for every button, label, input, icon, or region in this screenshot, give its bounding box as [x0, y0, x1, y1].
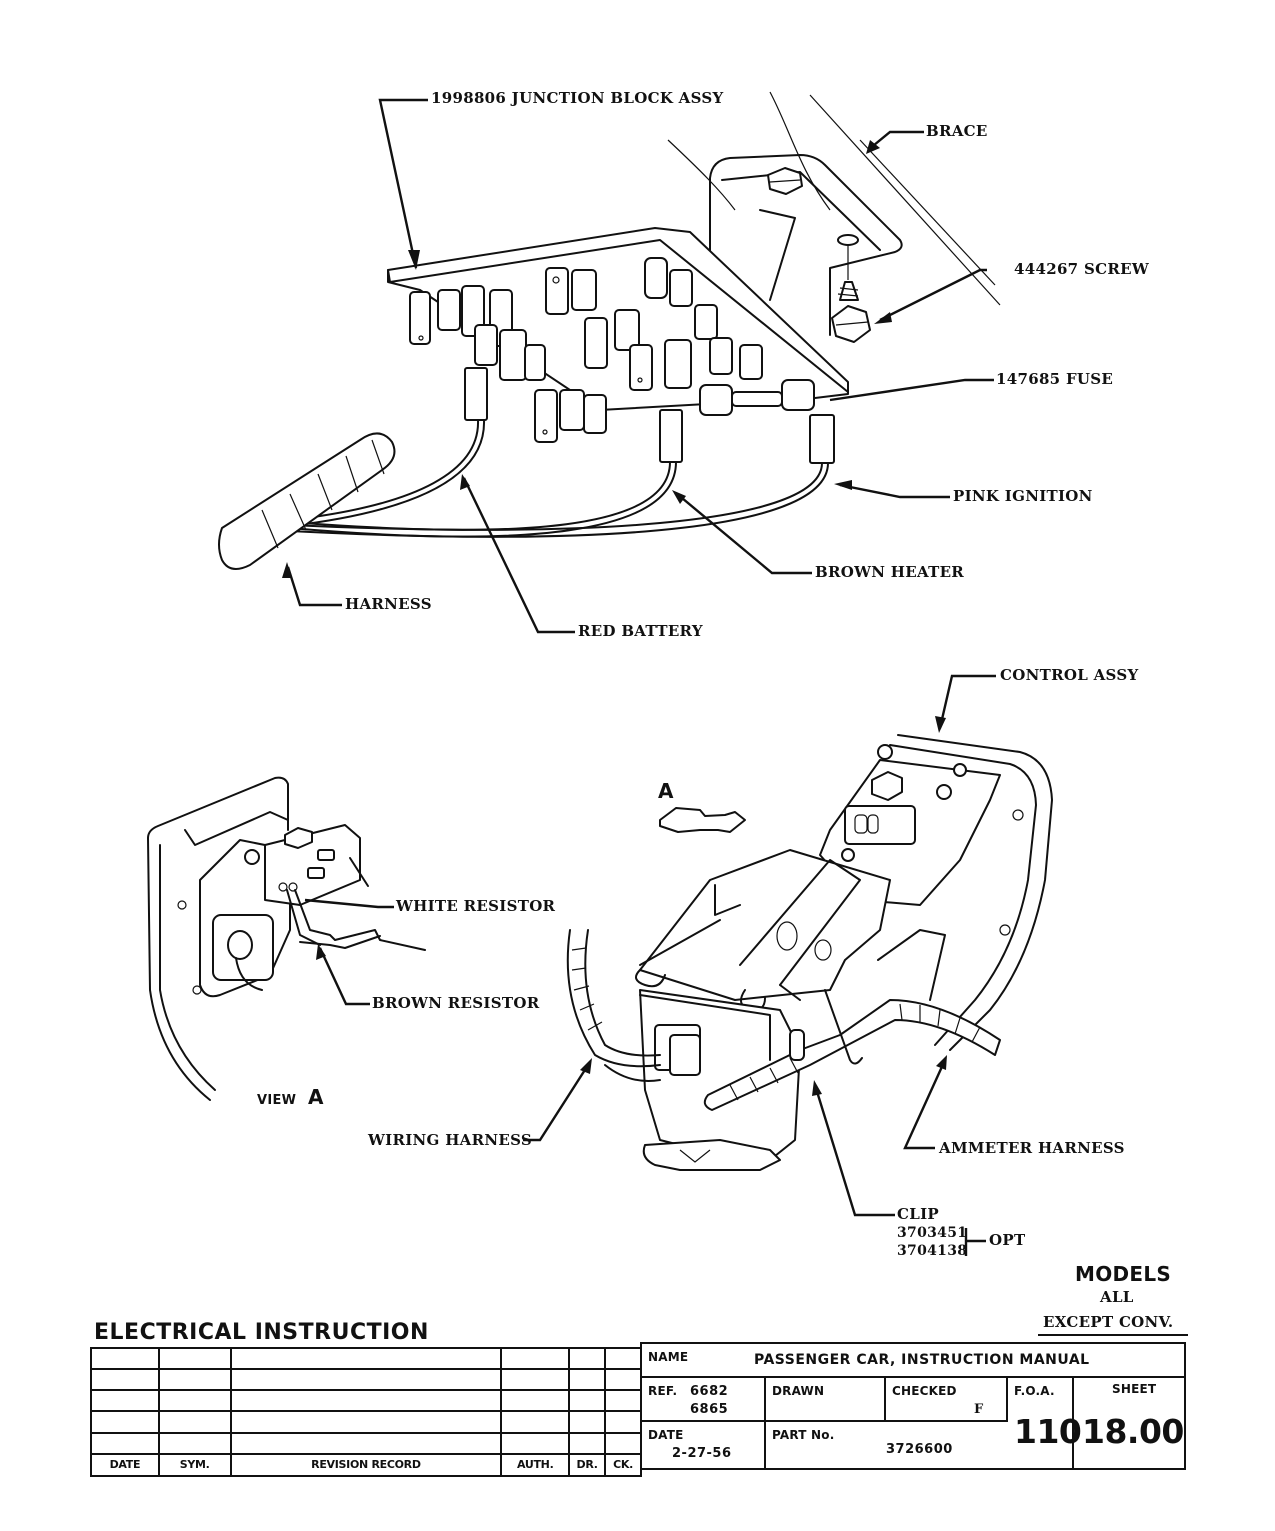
part-number-cell: PART No. 3726600	[766, 1422, 1008, 1468]
revision-cell	[229, 1431, 503, 1455]
revision-row	[90, 1389, 642, 1413]
title-block: NAME PASSENGER CAR, INSTRUCTION MANUAL R…	[640, 1342, 1186, 1470]
sheet-value: 18.00	[1082, 1412, 1184, 1451]
callout-clip: CLIP	[897, 1205, 939, 1223]
clip-optional-note: OPT	[989, 1231, 1026, 1249]
sheet-cell: SHEET 18.00	[1074, 1378, 1184, 1468]
models-heading: MODELS	[1075, 1262, 1172, 1286]
callout-fuse: 147685 FUSE	[996, 370, 1114, 388]
part-number-label: PART No.	[772, 1428, 835, 1442]
foa-label: F.O.A.	[1014, 1384, 1055, 1398]
revision-cell	[568, 1368, 607, 1392]
ref-value-2: 6865	[690, 1402, 729, 1417]
column-header-date: DATE	[90, 1452, 160, 1478]
name-label: NAME	[648, 1350, 689, 1364]
callout-screw: 444267 SCREW	[1014, 260, 1149, 278]
revision-cell	[157, 1368, 232, 1392]
revision-cell	[229, 1346, 503, 1371]
document-heading: ELECTRICAL INSTRUCTION	[94, 1320, 429, 1345]
drawn-label: DRAWN	[772, 1384, 825, 1398]
view-a-illustration	[147, 776, 426, 1101]
callout-junction-block: 1998806 JUNCTION BLOCK ASSY	[431, 89, 724, 107]
callout-harness: HARNESS	[345, 595, 432, 613]
drawn-cell: DRAWN	[766, 1378, 886, 1422]
models-line-all: ALL	[1100, 1288, 1134, 1306]
models-divider	[1038, 1334, 1188, 1336]
callout-leaders-top	[282, 98, 994, 634]
date-label: DATE	[648, 1428, 684, 1442]
control-assembly-illustration	[566, 734, 1053, 1171]
callout-white-resistor: WHITE RESISTOR	[396, 897, 556, 915]
revision-cell	[157, 1431, 232, 1455]
clip-part-number-1: 3703451	[897, 1225, 968, 1241]
revision-cell	[604, 1368, 642, 1392]
name-row: NAME PASSENGER CAR, INSTRUCTION MANUAL	[642, 1344, 1184, 1378]
revision-cell	[229, 1368, 503, 1392]
revision-cell	[157, 1346, 232, 1371]
callout-leaders-bottom	[304, 674, 996, 1256]
revision-cell	[604, 1346, 642, 1371]
revision-cell	[500, 1346, 571, 1371]
revision-cell	[604, 1410, 642, 1434]
revision-cell	[604, 1431, 642, 1455]
view-a-label: VIEW	[257, 1093, 297, 1108]
revision-cell	[500, 1410, 571, 1434]
junction-block-illustration	[218, 91, 1001, 570]
revision-header-row: DATE SYM. REVISION RECORD AUTH. DR. CK.	[90, 1452, 642, 1478]
revision-cell	[90, 1431, 160, 1455]
callout-brown-heater: BROWN HEATER	[815, 563, 965, 581]
checked-label: CHECKED	[892, 1384, 957, 1398]
view-direction-arrow	[659, 807, 746, 833]
ref-label: REF.	[648, 1384, 678, 1398]
part-number-value: 3726600	[886, 1442, 953, 1457]
revision-cell	[568, 1410, 607, 1434]
callout-pink-ignition: PINK IGNITION	[953, 487, 1093, 505]
revision-cell	[90, 1368, 160, 1392]
revision-cell	[229, 1389, 503, 1413]
checked-cell: CHECKED F	[886, 1378, 1008, 1422]
revision-row	[90, 1410, 642, 1434]
callout-red-battery: RED BATTERY	[578, 622, 703, 640]
revision-cell	[229, 1410, 503, 1434]
revision-cell	[568, 1346, 607, 1371]
revision-cell	[90, 1410, 160, 1434]
callout-brace: BRACE	[926, 122, 988, 140]
name-value: PASSENGER CAR, INSTRUCTION MANUAL	[754, 1352, 1090, 1368]
date-cell: DATE 2-27-56	[642, 1422, 766, 1468]
revision-cell	[500, 1389, 571, 1413]
revision-cell	[500, 1431, 571, 1455]
callout-wiring-harness: WIRING HARNESS	[368, 1131, 533, 1149]
view-a-letter: A	[308, 1085, 324, 1109]
column-header-ck: CK.	[604, 1452, 642, 1478]
foa-value: 110	[1014, 1412, 1082, 1451]
column-header-auth: AUTH.	[500, 1452, 571, 1478]
column-header-sym: SYM.	[157, 1452, 232, 1478]
column-header-dr: DR.	[568, 1452, 607, 1478]
revision-record-table: DATE SYM. REVISION RECORD AUTH. DR. CK.	[90, 1346, 642, 1478]
revision-cell	[90, 1346, 160, 1371]
revision-cell	[157, 1389, 232, 1413]
sheet-label: SHEET	[1112, 1382, 1157, 1396]
revision-cell	[157, 1410, 232, 1434]
column-header-revision-record: REVISION RECORD	[229, 1452, 503, 1478]
clip-part-number-2: 3704138	[897, 1243, 968, 1259]
callout-brown-resistor: BROWN RESISTOR	[372, 994, 540, 1012]
revision-row	[90, 1431, 642, 1455]
date-value: 2-27-56	[672, 1446, 732, 1461]
ref-cell: REF. 6682 6865	[642, 1378, 766, 1422]
checked-value: F	[974, 1402, 984, 1417]
view-arrow-letter: A	[658, 779, 674, 803]
revision-cell	[604, 1389, 642, 1413]
revision-cell	[568, 1431, 607, 1455]
revision-cell	[500, 1368, 571, 1392]
models-line-except: EXCEPT CONV.	[1043, 1313, 1174, 1331]
ref-value-1: 6682	[690, 1384, 729, 1399]
revision-cell	[90, 1389, 160, 1413]
revision-row	[90, 1346, 642, 1371]
callout-control-assy: CONTROL ASSY	[1000, 666, 1139, 684]
revision-row	[90, 1368, 642, 1392]
callout-ammeter-harness: AMMETER HARNESS	[939, 1139, 1125, 1157]
foa-cell: F.O.A. 110	[1008, 1378, 1082, 1468]
revision-cell	[568, 1389, 607, 1413]
